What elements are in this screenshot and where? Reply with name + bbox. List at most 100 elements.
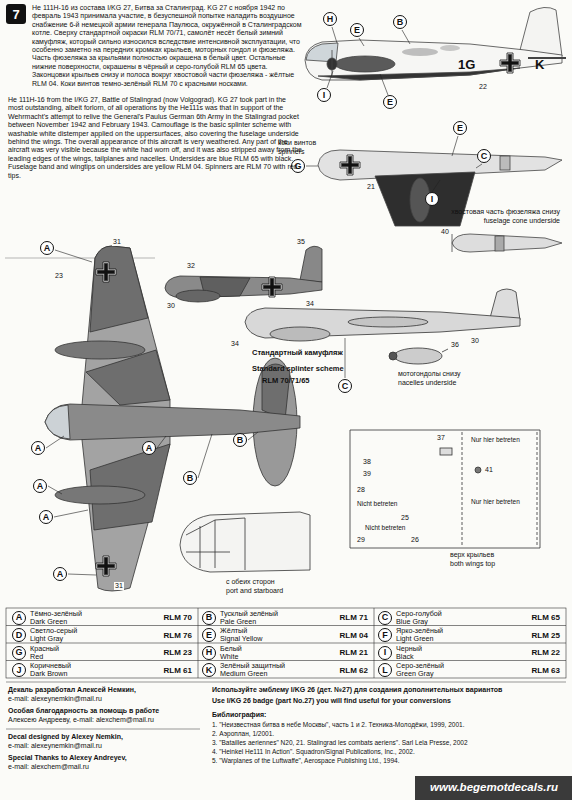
sheet-text: мотогондолы снизу — [398, 370, 461, 378]
sheet-text: Special Thanks to Alexey Andreyev, — [8, 754, 127, 762]
sheet-text: Алексею Андрееву, e-mail: alexchem@mail.… — [8, 716, 154, 724]
color-callout: D — [12, 628, 26, 642]
fuselage-cone-underside — [452, 234, 562, 252]
sheet-text: RLM 04 — [340, 631, 368, 641]
callout-letter: I — [431, 195, 434, 204]
sheet-text: Medium Green — [220, 670, 268, 679]
color-callout: B — [202, 611, 216, 625]
callout-letter: I — [323, 91, 326, 100]
sheet-text: Light Gray — [30, 635, 63, 644]
sheet-text: Red — [30, 653, 43, 662]
sheet-text: RLM 23 — [164, 648, 192, 658]
callout-letter: I — [384, 648, 387, 657]
callout-number: 31 — [114, 582, 124, 590]
color-callout: A — [12, 611, 26, 625]
color-callout: G — [12, 646, 26, 660]
callout-letter: A — [146, 444, 153, 453]
color-callout: H — [323, 12, 337, 26]
color-callout: I — [378, 646, 392, 660]
side-view-splinter — [165, 246, 322, 302]
callout-letter: L — [382, 666, 388, 675]
callout-number: 31 — [112, 238, 122, 246]
callout-number: 30 — [166, 302, 176, 310]
callout-number: 34 — [230, 340, 240, 348]
callout-letter: A — [44, 244, 51, 253]
sheet-text: Nur hier betreten — [470, 498, 521, 506]
callout-number: 26 — [410, 536, 420, 544]
callout-letter: E — [206, 631, 212, 640]
callout-letter: E — [387, 98, 393, 107]
sheet-text: Use I/KG 26 badge (part No.27) you will … — [212, 697, 566, 705]
sheet-text: Декаль разработал Алексей Немкин, — [8, 686, 136, 694]
sheet-text: 5. "Warplanes of the Luftwaffe", Aerospa… — [212, 757, 566, 765]
sheet-text: nacelles underside — [398, 379, 456, 387]
callout-letter: C — [382, 613, 389, 622]
callout-letter: C — [481, 152, 488, 161]
sheet-text: e-mail: alexeynemkin@mail.ru — [8, 742, 102, 750]
sheet-text: RLM 63 — [532, 666, 560, 676]
sheet-number-badge: 7 — [6, 4, 26, 24]
color-callout: F — [378, 628, 392, 642]
callout-number: 22 — [478, 83, 488, 91]
wing-top-detail — [350, 430, 540, 548]
callout-number: 37 — [436, 434, 446, 442]
color-callout: E — [350, 23, 364, 37]
callout-number: 35 — [296, 238, 306, 246]
sheet-text: K — [535, 57, 544, 73]
sheet-text: Light Green — [396, 635, 434, 644]
color-callout: C — [477, 149, 491, 163]
callout-letter: B — [397, 18, 404, 27]
sheet-text: fuselage cone underside — [484, 217, 560, 225]
sheet-text: 4. "Heinkel He111 In Action". Squadron/S… — [212, 748, 566, 756]
callout-number: 30 — [470, 337, 480, 345]
sheet-text: Dark Brown — [30, 670, 68, 679]
sheet-text: RLM 21 — [340, 648, 368, 658]
sheet-text: 1G — [458, 57, 475, 73]
side-view-winter — [305, 7, 566, 80]
callout-number: 38 — [362, 458, 372, 466]
callout-letter: G — [15, 648, 22, 657]
side-view-underside — [245, 289, 520, 341]
color-callout: C — [338, 379, 352, 393]
callout-number: 39 — [362, 470, 372, 478]
underside-view — [318, 150, 562, 226]
callout-number: 41 — [484, 466, 494, 474]
sheet-text: 3. "Batailles aeriennes" N20, 21. Stalin… — [212, 739, 566, 747]
callout-letter: A — [37, 482, 44, 491]
color-callout: A — [142, 441, 156, 455]
callout-number: 29 — [356, 536, 366, 544]
nose-detail — [180, 512, 310, 572]
callout-letter: A — [35, 444, 42, 453]
sheet-text: Signal Yellow — [220, 635, 262, 644]
color-callout: E — [383, 95, 397, 109]
callout-letter: C — [342, 382, 349, 391]
sheet-text: Green Gray — [396, 670, 434, 679]
callout-letter: A — [16, 613, 23, 622]
callout-letter: 7 — [12, 8, 19, 21]
sheet-text: both wings top — [450, 560, 495, 568]
color-callout: I — [317, 88, 331, 102]
sheet-text: Black — [396, 653, 414, 662]
callout-number: 32 — [186, 262, 196, 270]
callout-letter: K — [206, 666, 213, 675]
sheet-text: Nicht betreten — [364, 524, 406, 532]
callout-number: 25 — [400, 514, 410, 522]
color-callout: A — [31, 441, 45, 455]
sheet-text: Blue Gray — [396, 618, 428, 627]
callout-number: 40 — [440, 228, 450, 236]
color-callout: H — [202, 646, 216, 660]
color-table-grid — [6, 608, 566, 678]
sheet-text: RLM 62 — [340, 666, 368, 676]
callout-letter: B — [187, 474, 194, 483]
color-callout: E — [453, 121, 467, 135]
sheet-text: верх крыльев — [450, 551, 494, 559]
color-callout: C — [378, 611, 392, 625]
sheet-text: Используйте эмблему I/KG 26 (дет. №27) д… — [212, 686, 566, 694]
nacelle-underside — [389, 348, 448, 364]
sheet-text: He 111H-16 from the I/KG 27, Battle of S… — [8, 96, 302, 180]
sheet-text: spinners — [278, 148, 304, 156]
sheet-text: Decal designed by Alexey Nemkin, — [8, 733, 123, 741]
callout-number: 23 — [54, 272, 64, 280]
callout-letter: F — [382, 631, 388, 640]
